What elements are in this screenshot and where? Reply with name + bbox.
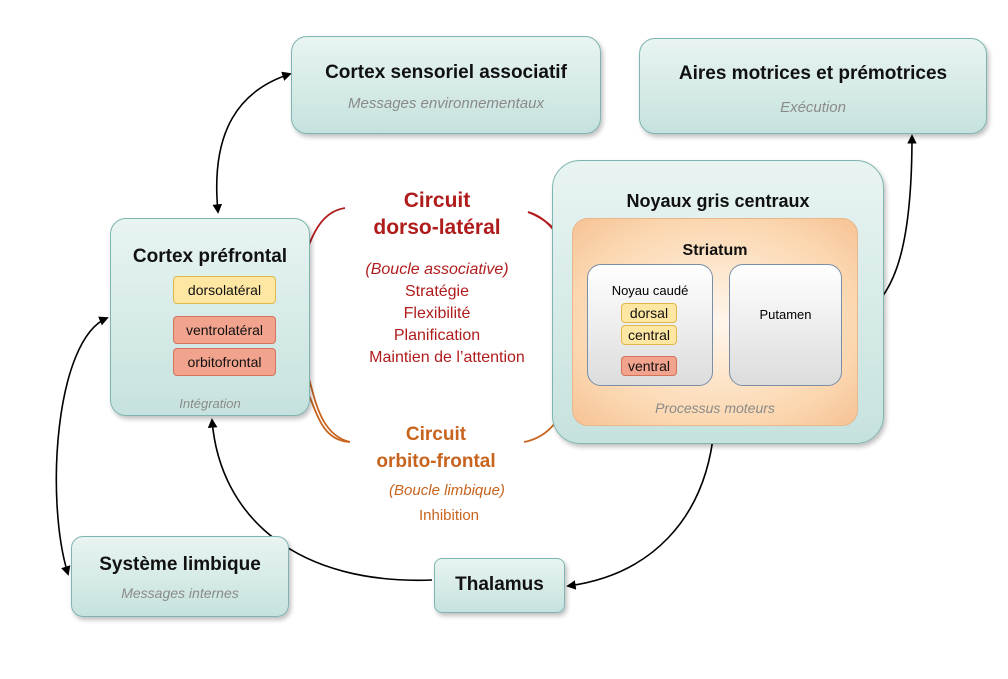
putamen-box: Putamen [729,264,842,386]
thalamus-box: Thalamus [434,558,565,613]
dorsolateral-function: Flexibilité [403,305,471,322]
dorsolateral-circuit-title-1: Circuit [403,189,471,212]
basal-ganglia-title: Noyaux gris centraux [626,191,810,211]
dorsolateral-function: Stratégie [404,283,470,300]
arrow-prefrontal-limbic [55,316,109,576]
dorsolateral-function: Planification [393,327,481,344]
prefrontal-area-orbitofrontal: orbitofrontal [173,348,276,376]
motor-areas-title: Aires motrices et prémotrices [678,63,948,84]
arrow-basal-thalamus [566,429,715,590]
sensory-cortex-subtitle: Messages environnementaux [348,95,544,112]
sensory-cortex-title: Cortex sensoriel associatif [325,62,567,83]
striatum-title: Striatum [682,242,748,259]
putamen-title: Putamen [759,307,812,322]
orbitofrontal-circuit-title-2: orbito-frontal [376,451,496,472]
orbitofrontal-circuit-title-1: Circuit [405,424,467,445]
thalamus-title: Thalamus [455,574,544,595]
caudate-part-ventral: ventral [621,356,677,376]
motor-areas-subtitle: Exécution [780,99,846,116]
caudate-title: Noyau caudé [611,283,689,298]
orbitofrontal-function: Inhibition [418,507,480,524]
orbitofrontal-circuit-subtitle: (Boucle limbique) [389,482,505,499]
prefrontal-area-ventrolateral: ventrolatéral [173,316,276,344]
limbic-system-box: Système limbique Messages internes [71,536,289,617]
prefrontal-cortex-footer: Intégration [179,396,241,411]
arrow-sensory-prefrontal [212,71,292,214]
sensory-cortex-box: Cortex sensoriel associatif Messages env… [291,36,601,134]
basal-ganglia-footer: Processus moteurs [655,400,775,416]
caudate-part-dorsal: dorsal [621,303,677,323]
prefrontal-cortex-title: Cortex préfrontal [132,246,288,267]
prefrontal-area-dorsolateral: dorsolatéral [173,276,276,304]
dorsolateral-circuit-title-2: dorso-latéral [373,216,501,239]
limbic-system-title: Système limbique [99,554,261,575]
limbic-system-subtitle: Messages internes [121,585,239,601]
motor-areas-box: Aires motrices et prémotrices Exécution [639,38,987,134]
dorsolateral-function: Maintien de l’attention [369,349,525,366]
caudate-part-central: central [621,325,677,345]
dorsolateral-circuit-subtitle: (Boucle associative) [365,261,509,278]
